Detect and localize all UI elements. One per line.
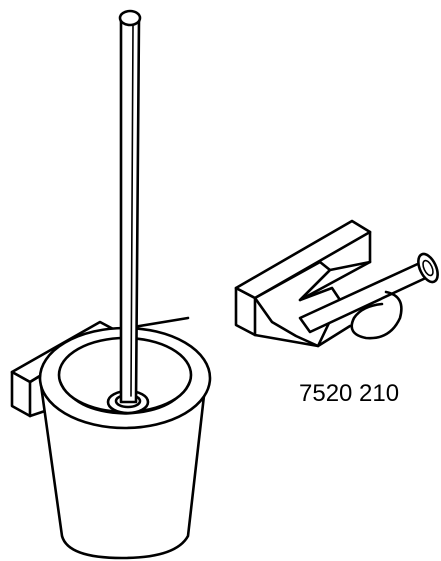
roll-holder-spindle [298,252,439,334]
roll-holder-loop [350,290,403,340]
brush-handle [118,9,142,404]
toilet-roll-holder [234,219,439,348]
part-number-label: 7520 210 [299,380,400,407]
toilet-brush-set [10,9,212,560]
